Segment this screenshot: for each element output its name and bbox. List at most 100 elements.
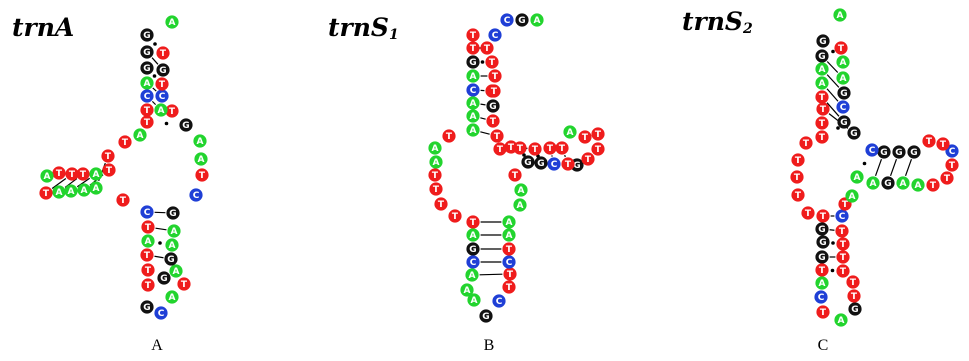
nucleotide-letter: A [197, 137, 204, 147]
nucleotide-t: T [116, 193, 130, 207]
nucleotide-letter: T [438, 200, 445, 210]
nucleotide-letter: A [56, 188, 63, 198]
nucleotide-circle [850, 170, 864, 184]
base-pair-bond [152, 87, 157, 92]
nucleotide-t: T [490, 129, 504, 143]
nucleotide-circle [466, 96, 480, 110]
nucleotide-a: A [530, 13, 544, 27]
nucleotide-circle [877, 145, 891, 159]
nucleotide-circle [847, 289, 861, 303]
nucleotide-a: A [815, 62, 829, 76]
nucleotide-a: A [428, 141, 442, 155]
nucleotide-circle [140, 89, 154, 103]
nucleotide-g: G [815, 250, 829, 264]
nucleotide-circle [926, 178, 940, 192]
nucleotide-letter: C [193, 191, 200, 201]
nucleotide-circle [466, 255, 480, 269]
nucleotide-a: A [165, 238, 179, 252]
nucleotide-circle [466, 55, 480, 69]
nucleotide-letter: A [819, 65, 826, 75]
nucleotide-t: T [922, 134, 936, 148]
nucleotide-a: A [89, 181, 103, 195]
nucleotide-circle [164, 252, 178, 266]
nucleotide-a: A [169, 264, 183, 278]
nucleotide-circle [165, 290, 179, 304]
nucleotide-circle [39, 186, 53, 200]
nucleotide-a: A [563, 125, 577, 139]
nucleotide-t: T [429, 182, 443, 196]
nucleotide-letter: T [484, 44, 491, 54]
nucleotide-letter: T [145, 281, 152, 291]
nucleotide-t: T [488, 69, 502, 83]
nucleotide-letter: A [840, 58, 847, 68]
nucleotide-letter: C [818, 293, 825, 303]
nucleotide-letter: G [537, 159, 544, 169]
nucleotide-letter: T [595, 130, 602, 140]
nucleotide-letter: T [839, 227, 846, 237]
nucleotide-letter: A [470, 99, 477, 109]
nucleotide-circle [836, 100, 850, 114]
nucleotide-letter: A [464, 286, 471, 296]
nucleotide-letter: T [490, 117, 497, 127]
nucleotide-t: T [65, 167, 79, 181]
nucleotide-t: T [177, 277, 191, 291]
nucleotide-a: A [466, 123, 480, 137]
nucleotide-letter: G [818, 52, 825, 62]
nucleotide-circle [815, 276, 829, 290]
nucleotide-circle [515, 13, 529, 27]
nucleotide-letter: T [159, 80, 166, 90]
wobble-pair-mark [480, 60, 485, 64]
nucleotide-g: G [157, 271, 171, 285]
wobble-pair-mark [158, 241, 162, 245]
nucleotide-circle [133, 128, 147, 142]
nucleotide-letter: T [494, 132, 501, 142]
nucleotide-circle [465, 268, 479, 282]
nucleotide-circle [77, 183, 91, 197]
nucleotide-a: A [836, 71, 850, 85]
nucleotide-circle [140, 76, 154, 90]
nucleotide-t: T [791, 153, 805, 167]
nucleotide-letter: G [840, 118, 847, 128]
nucleotide-t: T [448, 209, 462, 223]
nucleotide-letter: A [470, 72, 477, 82]
nucleotide-letter: T [492, 72, 499, 82]
base-pair-bond [154, 255, 164, 259]
nucleotide-circle [466, 215, 480, 229]
nucleotide-a: A [77, 183, 91, 197]
nucleotide-circle [815, 130, 829, 144]
nucleotide-letter: G [818, 253, 825, 263]
nucleotide-letter: T [491, 87, 498, 97]
nucleotide-letter: T [842, 200, 849, 210]
nucleotide-letter: A [169, 293, 176, 303]
nucleotide-circle [836, 237, 850, 251]
nucleotide-circle [466, 109, 480, 123]
nucleotide-letter: A [506, 218, 513, 228]
nucleotide-t: T [591, 142, 605, 156]
nucleotide-letter: T [489, 58, 496, 68]
panel-a-title: trnA [12, 13, 74, 42]
nucleotide-letter: A [534, 16, 541, 26]
nucleotide-letter: T [949, 161, 956, 171]
nucleotide-circle [561, 157, 575, 171]
nucleotide-letter: T [944, 174, 951, 184]
nucleotide-circle [847, 126, 861, 140]
nucleotide-letter: T [565, 160, 572, 170]
nucleotide-circle [513, 198, 527, 212]
nucleotide-t: T [799, 136, 813, 150]
nucleotide-letter: C [949, 147, 956, 157]
nucleotide-letter: T [585, 155, 592, 165]
nucleotide-letter: T [452, 212, 459, 222]
nucleotide-circle [503, 267, 517, 281]
nucleotide-c: C [488, 28, 502, 42]
nucleotide-letter: A [506, 231, 513, 241]
nucleotide-letter: A [915, 181, 922, 191]
nucleotide-letter: T [547, 144, 554, 154]
nucleotide-letter: C [470, 258, 477, 268]
nucleotide-g: G [907, 145, 921, 159]
nucleotide-letter: G [143, 64, 150, 74]
nucleotide-circle [815, 116, 829, 130]
nucleotide-g: G [486, 99, 500, 113]
nucleotide-t: T [836, 264, 850, 278]
nucleotide-g: G [140, 300, 154, 314]
